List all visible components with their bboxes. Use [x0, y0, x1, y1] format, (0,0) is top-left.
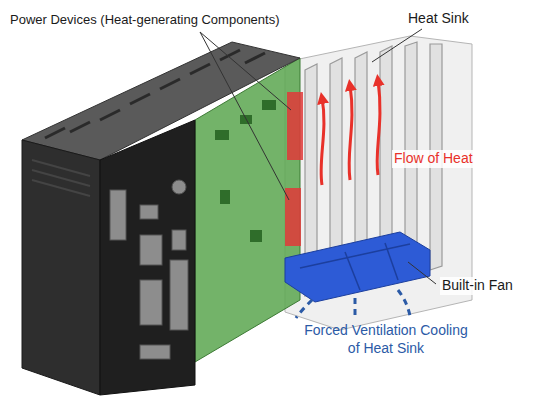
- terminal-block: [170, 260, 188, 330]
- cooling-caption: Forced Ventilation Cooling of Heat Sink: [300, 322, 472, 357]
- flow-label: Flow of Heat: [392, 150, 475, 168]
- grille-line: [300, 244, 410, 268]
- vent: [32, 180, 90, 196]
- display-panel: [110, 190, 126, 240]
- vent: [190, 64, 210, 74]
- heat-arrow: [349, 85, 352, 180]
- side-panel: [22, 140, 100, 395]
- leader-line: [200, 32, 289, 200]
- leader-line: [372, 29, 422, 62]
- chip: [215, 130, 229, 140]
- power-device: [287, 92, 303, 160]
- chip: [250, 230, 262, 242]
- built-in-fan: [285, 232, 430, 302]
- grille-line: [345, 252, 360, 290]
- chip: [262, 100, 276, 110]
- leader-line: [408, 262, 436, 284]
- connector: [140, 345, 170, 359]
- air-flow-line: [296, 300, 312, 318]
- air-flow: [296, 290, 410, 318]
- front-panel: [100, 120, 195, 395]
- vent: [160, 79, 180, 89]
- chip: [220, 190, 230, 204]
- vent: [245, 53, 265, 63]
- connector: [140, 205, 158, 219]
- connector: [172, 180, 186, 194]
- vent: [32, 170, 90, 186]
- heat-flow-arrows: [321, 80, 380, 185]
- part-label: Heat Sink: [408, 10, 469, 28]
- grille-line: [385, 243, 398, 280]
- air-flow-line: [354, 298, 357, 318]
- connector: [140, 235, 162, 265]
- vent: [32, 160, 90, 176]
- vent: [100, 110, 120, 120]
- connector: [140, 280, 162, 325]
- vent: [70, 122, 90, 132]
- part-label: Power Devices (Heat-generating Component…: [10, 12, 280, 28]
- front-connectors: [110, 180, 188, 359]
- side-vents: [32, 160, 90, 196]
- fan-grille: [300, 243, 410, 290]
- heat-arrow: [321, 98, 324, 185]
- heat-arrow: [377, 80, 380, 175]
- leader-line: [200, 32, 291, 110]
- part-label: Built-in Fan: [440, 277, 515, 295]
- board-components: [215, 100, 276, 242]
- vent: [130, 94, 150, 104]
- connector: [172, 230, 186, 250]
- air-flow-line: [398, 290, 410, 316]
- vent: [45, 128, 65, 138]
- top-vents: [45, 50, 265, 138]
